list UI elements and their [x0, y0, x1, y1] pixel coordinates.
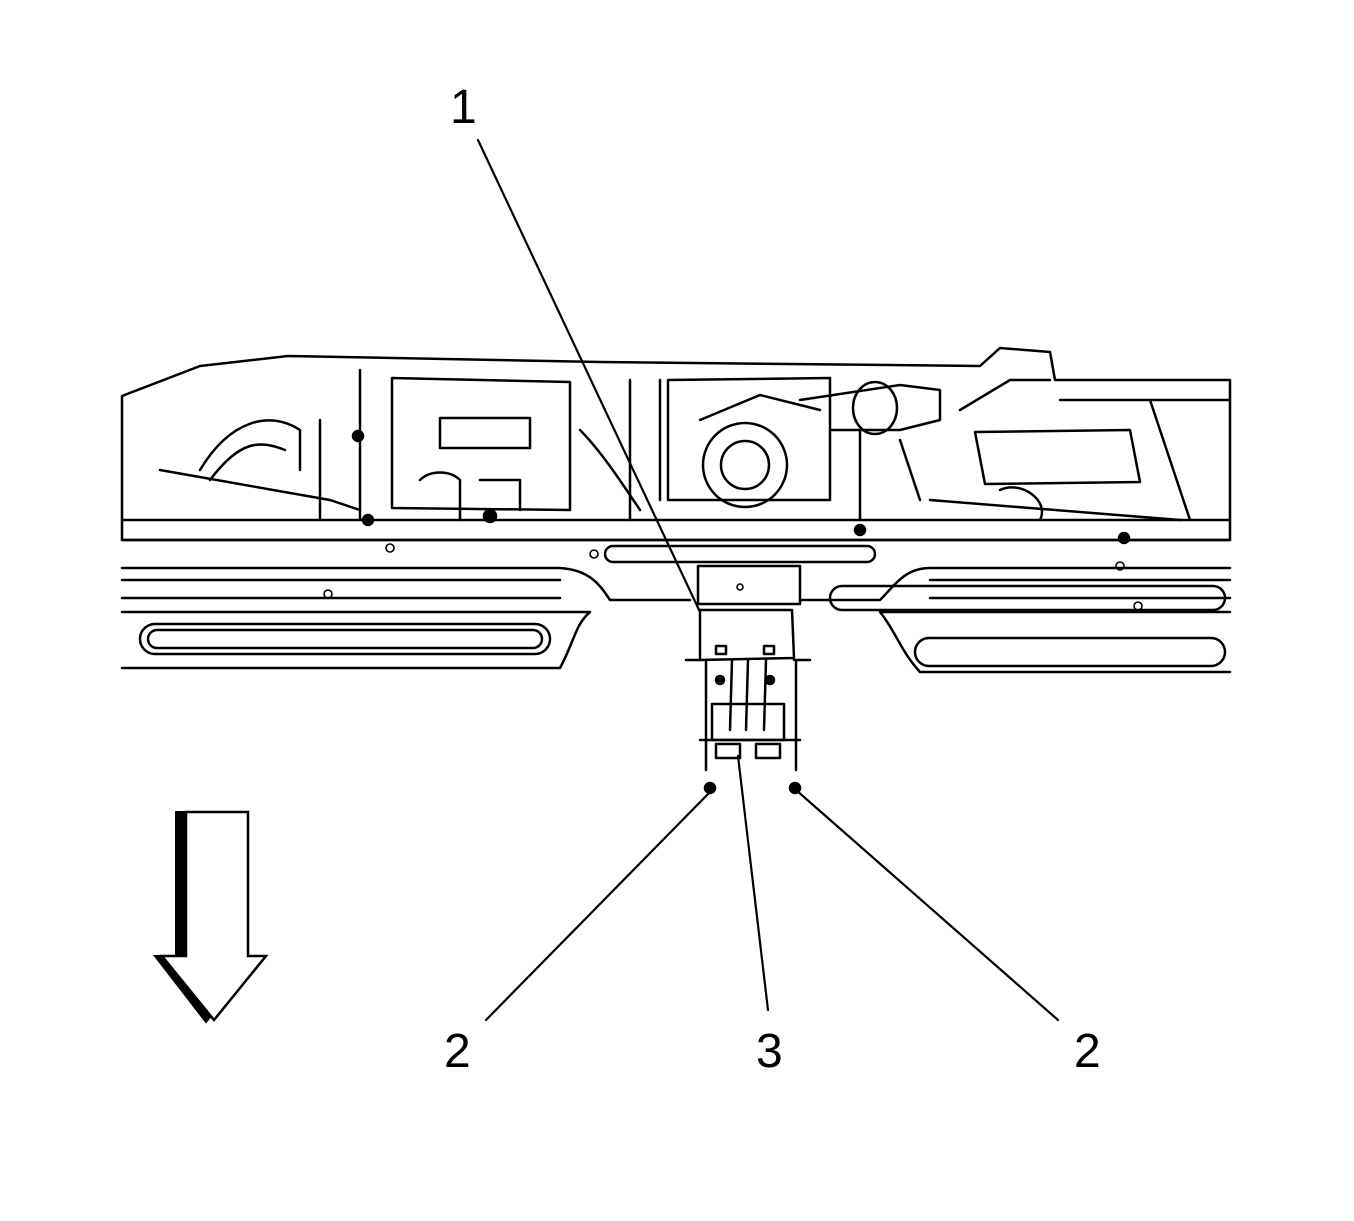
leader-line-2-right [794, 788, 1060, 1022]
leader-line-3 [736, 754, 770, 1012]
direction-arrow-icon [152, 810, 269, 1024]
leader-line-2-left [484, 788, 714, 1022]
upper-assembly [120, 346, 1232, 545]
callout-2-left: 2 [444, 1025, 471, 1078]
module-assembly [684, 564, 812, 795]
leader-lines [476, 138, 1060, 1022]
callout-3: 3 [756, 1025, 783, 1078]
leader-line-1 [476, 138, 702, 614]
callout-1: 1 [450, 81, 477, 134]
lower-panel [120, 538, 1232, 674]
callout-2-right: 2 [1074, 1025, 1101, 1078]
